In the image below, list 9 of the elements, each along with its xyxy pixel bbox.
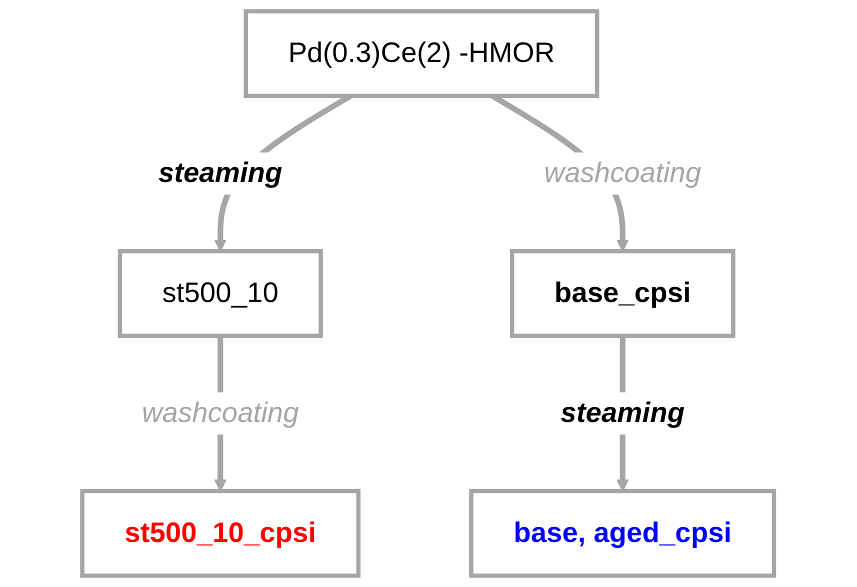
node-box: st500_10_cpsi (80, 488, 361, 578)
node-box: st500_10 (118, 249, 324, 338)
node-box: base, aged_cpsi (470, 488, 776, 578)
edge-label: washcoating (142, 398, 300, 429)
node-box: Pd(0.3)Ce(2) -HMOR (244, 9, 600, 98)
edge-label: steaming (561, 398, 685, 429)
edge-label: steaming (158, 158, 283, 190)
node-box: base_cpsi (510, 249, 736, 338)
edge-label: washcoating (544, 158, 702, 190)
